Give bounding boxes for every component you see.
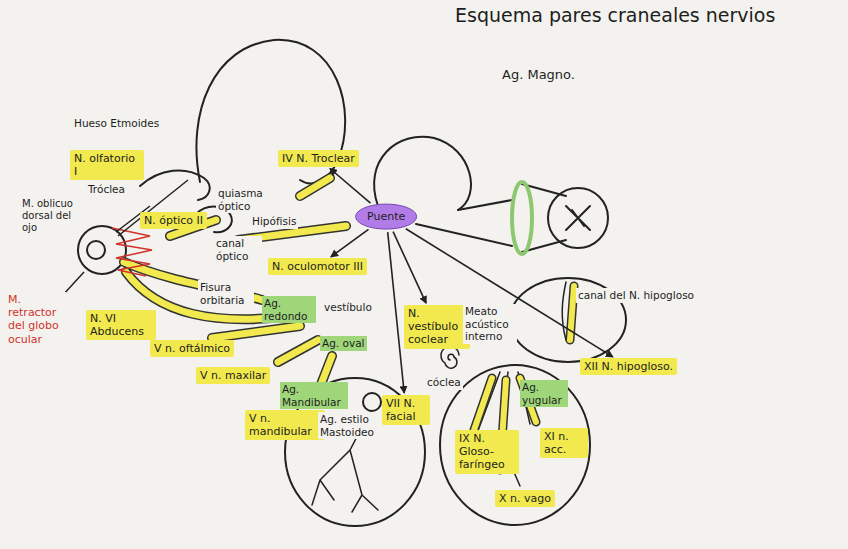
structure-label: Ag. oval	[320, 336, 367, 351]
nerve-label-box: VII N. facial	[382, 395, 430, 425]
nerve-label-box: V n. maxilar	[196, 367, 270, 384]
nerve-name: IV N. Troclear	[282, 152, 355, 165]
structure-label: canal óptico	[214, 236, 262, 263]
cochlea-spiral	[441, 347, 459, 369]
nerve-band	[124, 178, 346, 392]
eye-lens	[87, 241, 105, 259]
structure-label: Tróclea	[86, 182, 127, 197]
connector-arrow	[331, 229, 369, 256]
nerve-label-box: N. óptico II	[140, 212, 207, 229]
hypoglossal-branch	[562, 282, 566, 340]
nerve-label-box: XII N. hipogloso.	[580, 358, 677, 375]
nerve-name: N. óptico II	[144, 214, 203, 227]
nerve-name: IX N. Gloso-faríngeo	[459, 432, 515, 472]
nerve-label-box: V n. mandibular	[245, 410, 325, 440]
nerve-label-box: IX N. Gloso-faríngeo	[455, 430, 519, 474]
nerve-name: XII N. hipogloso.	[584, 360, 673, 373]
structure-label: Ag. yugular	[520, 380, 568, 407]
structure-label: M. retractor del globo ocular	[6, 292, 66, 347]
structure-label: Ag. Magno.	[500, 66, 577, 84]
brain-outline	[374, 137, 471, 210]
nerve-label-box: V n. oftálmico	[150, 340, 234, 357]
structure-label: vestíbulo	[322, 300, 374, 315]
nerve-label-box: X n. vago	[495, 490, 555, 507]
structure-label: Ag. redondo	[262, 296, 316, 323]
nerve-name: N. VI Abducens	[90, 312, 152, 338]
nerve-name: X n. vago	[499, 492, 551, 505]
nerve-band	[124, 178, 346, 392]
eye	[78, 226, 126, 274]
nerve-label-box: N. vestíbulo coclear	[404, 305, 470, 349]
structure-label: Hueso Etmoides	[72, 116, 161, 131]
connector-arrow	[388, 232, 405, 393]
nerve-name: V n. maxilar	[200, 369, 266, 382]
structure-label: Fisura orbitaria	[198, 280, 254, 307]
nerve-label-box: XI n. acc.	[540, 428, 588, 458]
nerve-label-box: IV N. Troclear	[278, 150, 359, 167]
nerve-name: Puente	[367, 210, 405, 223]
connector-arrow	[393, 232, 426, 304]
nerve-name: V n. oftálmico	[154, 342, 230, 355]
foramen-magnum-ring	[512, 182, 532, 254]
nerve-name: XI n. acc.	[544, 430, 584, 456]
nerve-name: N. oculomotor III	[272, 260, 363, 273]
structure-label: cóclea	[425, 375, 463, 390]
stem-line	[416, 224, 512, 246]
nerve-label-box: N. oculomotor III	[268, 258, 367, 275]
structure-label: quiasma óptico	[216, 186, 278, 213]
nerve-name: VII N. facial	[386, 397, 426, 423]
ellipse-outline	[356, 204, 417, 229]
outlines	[78, 40, 626, 526]
connector-arrow	[330, 169, 371, 204]
nerve-name: N. olfatorio I	[74, 152, 140, 178]
structure-label: canal del N. hipogloso	[576, 288, 696, 303]
structure-label: M. oblicuo dorsal del ojo	[20, 197, 82, 235]
bone-outline	[140, 170, 210, 200]
nerve-name: V n. mandibular	[249, 412, 321, 438]
nerve-name: N. vestíbulo coclear	[408, 307, 466, 347]
structure-label: Ag. estilo Mastoideo	[318, 412, 382, 439]
structure-label: Ag. Mandibular	[280, 382, 348, 409]
structure-label: Meato acústico interno	[463, 304, 517, 344]
cross	[566, 206, 590, 230]
stem-line	[458, 200, 512, 210]
nerve-label-box: N. olfatorio I	[70, 150, 144, 180]
nerve-label-box: N. VI Abducens	[86, 310, 156, 340]
facial-foramen	[363, 393, 381, 411]
diagram-title: Esquema pares craneales nervios	[452, 4, 778, 26]
foramen-circle	[548, 188, 608, 248]
structure-label: Hipófisis	[250, 214, 298, 229]
nerve-bands	[124, 178, 574, 470]
pons-ellipse: Puente	[355, 203, 417, 230]
